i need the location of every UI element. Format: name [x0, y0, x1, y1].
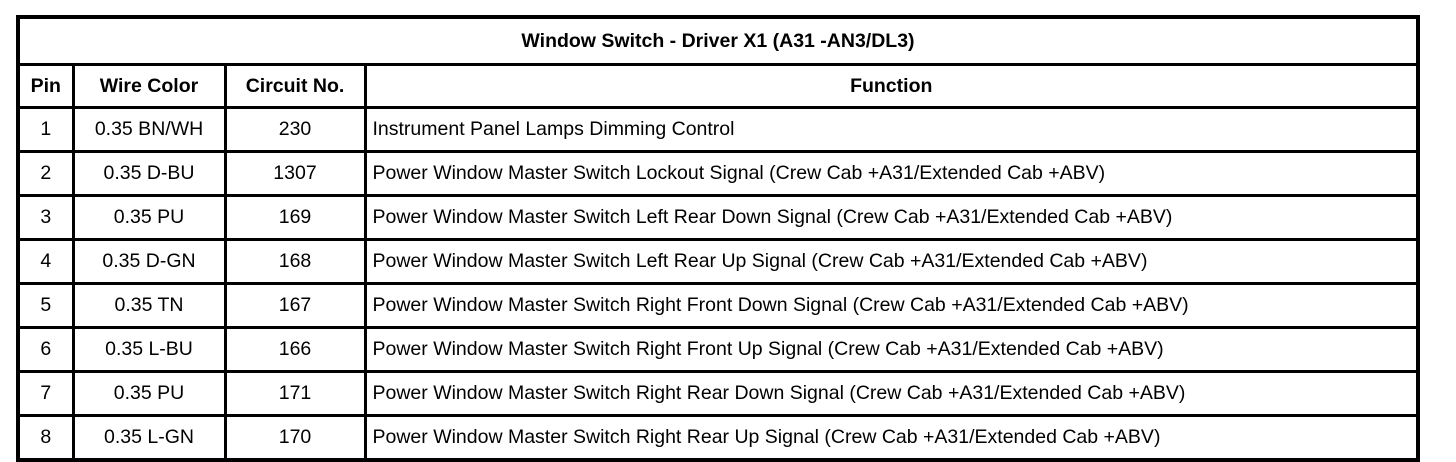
column-header-circuit-no: Circuit No.	[223, 63, 367, 109]
column-header-pin: Pin	[16, 63, 75, 109]
cell-wire-color: 0.35 PU	[71, 370, 227, 417]
cell-circuit-no: 1307	[223, 150, 367, 197]
cell-wire-color: 0.35 L-GN	[71, 414, 227, 462]
table-title-row: Window Switch - Driver X1 (A31 -AN3/DL3)	[16, 15, 1420, 66]
column-header-function: Function	[363, 63, 1420, 109]
table-row: 2 0.35 D-BU 1307 Power Window Master Swi…	[16, 150, 1420, 197]
cell-wire-color: 0.35 D-GN	[71, 238, 227, 285]
table-row: 6 0.35 L-BU 166 Power Window Master Swit…	[16, 326, 1420, 373]
cell-circuit-no: 230	[223, 106, 367, 153]
cell-pin: 4	[16, 238, 75, 285]
table-body: 1 0.35 BN/WH 230 Instrument Panel Lamps …	[16, 106, 1420, 462]
table-row: 5 0.35 TN 167 Power Window Master Switch…	[16, 282, 1420, 329]
cell-wire-color: 0.35 PU	[71, 194, 227, 241]
cell-pin: 3	[16, 194, 75, 241]
cell-wire-color: 0.35 BN/WH	[71, 106, 227, 153]
cell-wire-color: 0.35 L-BU	[71, 326, 227, 373]
connector-pinout-table: Window Switch - Driver X1 (A31 -AN3/DL3)…	[16, 15, 1420, 462]
cell-function: Power Window Master Switch Right Front D…	[363, 282, 1420, 329]
cell-circuit-no: 168	[223, 238, 367, 285]
cell-function: Power Window Master Switch Right Front U…	[363, 326, 1420, 373]
table-row: 7 0.35 PU 171 Power Window Master Switch…	[16, 370, 1420, 417]
cell-circuit-no: 170	[223, 414, 367, 462]
table-row: 3 0.35 PU 169 Power Window Master Switch…	[16, 194, 1420, 241]
cell-wire-color: 0.35 D-BU	[71, 150, 227, 197]
cell-function: Instrument Panel Lamps Dimming Control	[363, 106, 1420, 153]
cell-function: Power Window Master Switch Right Rear Up…	[363, 414, 1420, 462]
wiring-table-container: Window Switch - Driver X1 (A31 -AN3/DL3)…	[16, 15, 1420, 462]
cell-circuit-no: 167	[223, 282, 367, 329]
cell-pin: 6	[16, 326, 75, 373]
cell-circuit-no: 171	[223, 370, 367, 417]
cell-function: Power Window Master Switch Lockout Signa…	[363, 150, 1420, 197]
cell-function: Power Window Master Switch Left Rear Up …	[363, 238, 1420, 285]
cell-function: Power Window Master Switch Left Rear Dow…	[363, 194, 1420, 241]
cell-circuit-no: 169	[223, 194, 367, 241]
table-row: 8 0.35 L-GN 170 Power Window Master Swit…	[16, 414, 1420, 462]
cell-wire-color: 0.35 TN	[71, 282, 227, 329]
cell-pin: 7	[16, 370, 75, 417]
cell-pin: 1	[16, 106, 75, 153]
table-title: Window Switch - Driver X1 (A31 -AN3/DL3)	[16, 15, 1420, 66]
cell-circuit-no: 166	[223, 326, 367, 373]
table-row: 1 0.35 BN/WH 230 Instrument Panel Lamps …	[16, 106, 1420, 153]
table-header-row: Pin Wire Color Circuit No. Function	[16, 63, 1420, 109]
column-header-wire-color: Wire Color	[71, 63, 227, 109]
cell-pin: 2	[16, 150, 75, 197]
cell-function: Power Window Master Switch Right Rear Do…	[363, 370, 1420, 417]
cell-pin: 8	[16, 414, 75, 462]
table-row: 4 0.35 D-GN 168 Power Window Master Swit…	[16, 238, 1420, 285]
cell-pin: 5	[16, 282, 75, 329]
